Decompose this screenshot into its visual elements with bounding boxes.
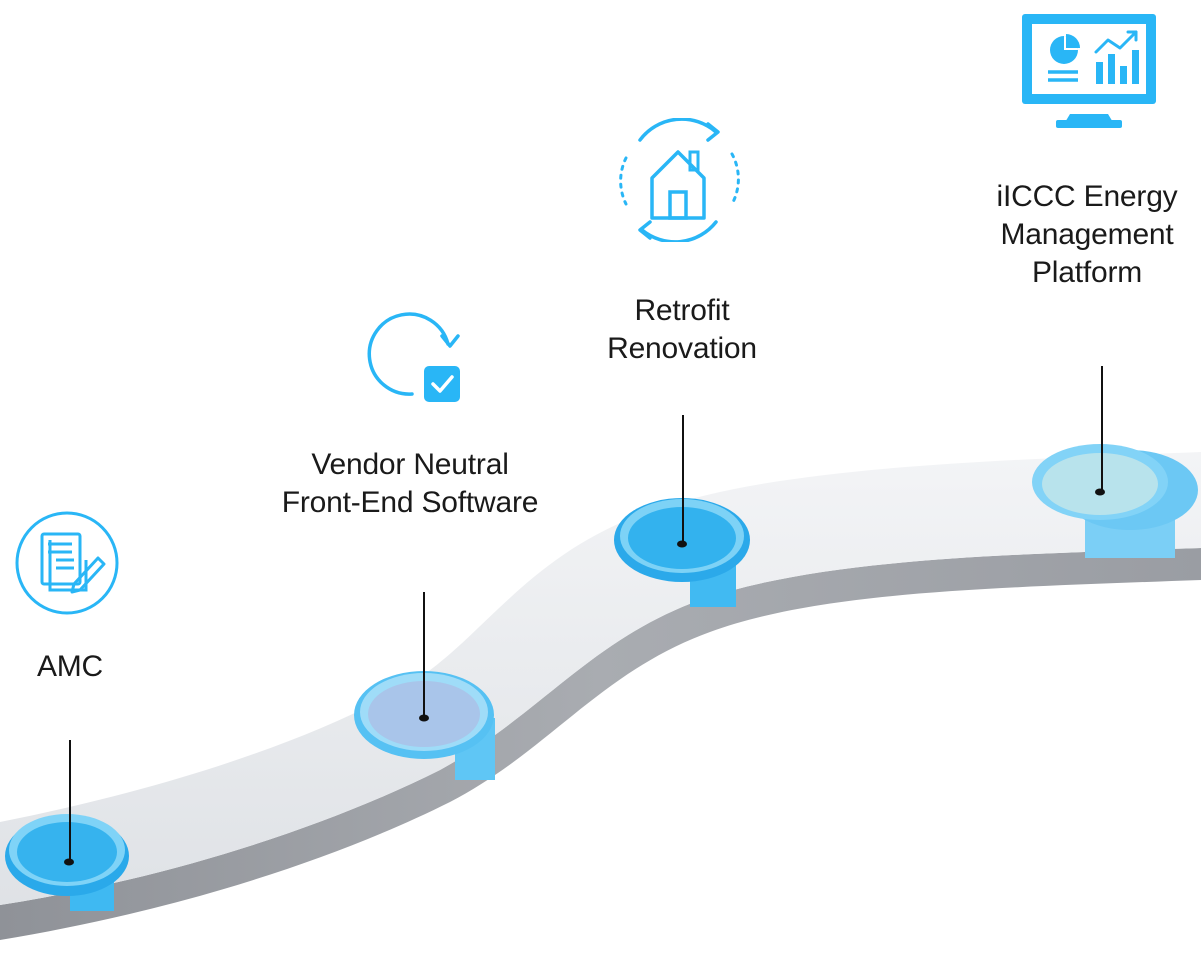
milestone-label-line: Management [1000, 218, 1174, 251]
milestone-label-retrofit: Retrofit Renovation [570, 292, 794, 368]
road-surface [0, 452, 1201, 905]
milestone-label-line: AMC [36, 650, 104, 683]
milestone-disc-energy-platform [1032, 366, 1198, 558]
refresh-check-icon [367, 312, 460, 402]
road-side [0, 548, 1201, 940]
milestone-label-energy-platform: iICCC Energy Management Platform [976, 178, 1198, 292]
milestone-label-line: Vendor Neutral [311, 448, 509, 481]
document-pen-icon [15, 511, 119, 615]
milestone-disc-retrofit [614, 415, 750, 607]
milestone-label-line: iICCC Energy [996, 180, 1178, 213]
milestone-label-vendor-neutral: Vendor Neutral Front-End Software [250, 446, 570, 522]
milestone-label-line: Retrofit [634, 294, 730, 327]
monitor-chart-icon [1022, 14, 1156, 128]
milestone-disc-amc [5, 740, 129, 911]
milestone-label-line: Platform [1031, 256, 1143, 289]
house-cycle-icon [619, 118, 740, 242]
milestone-label-line: Renovation [607, 332, 757, 365]
milestone-disc-vendor-neutral [354, 592, 495, 780]
milestone-label-amc: AMC [10, 648, 130, 686]
milestone-label-line: Front-End Software [281, 486, 539, 519]
